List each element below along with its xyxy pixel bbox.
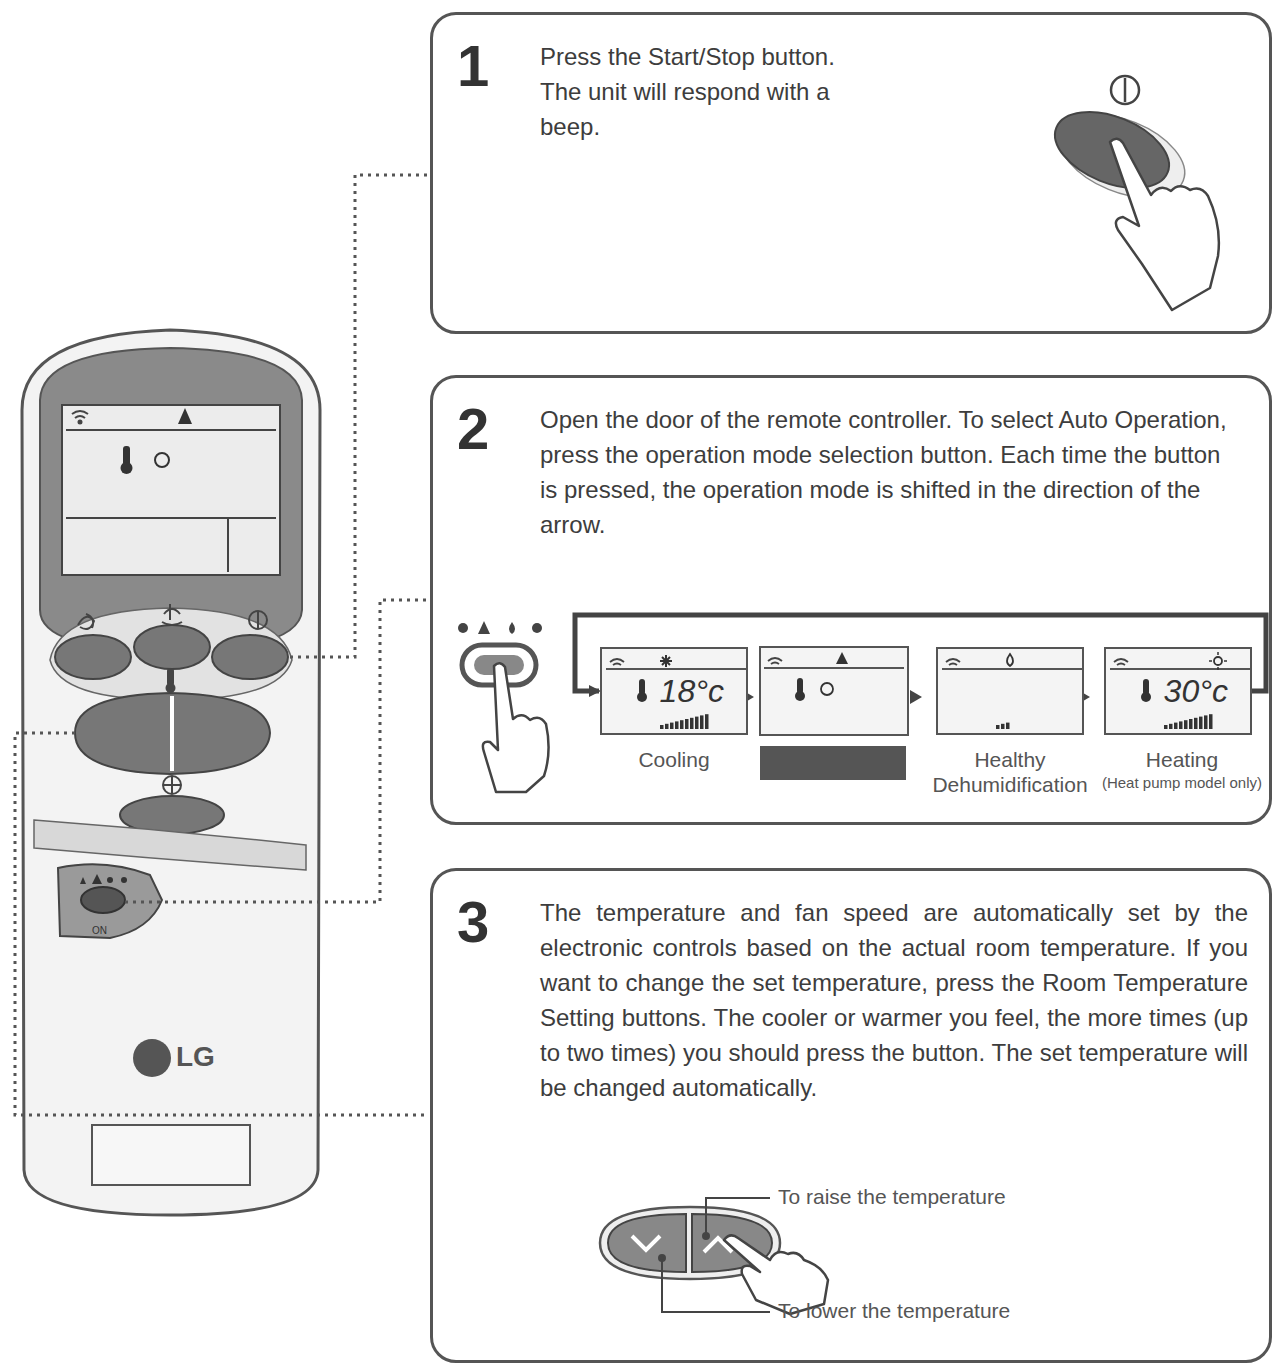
brand-logo: LG: [176, 1041, 215, 1073]
step-text: The temperature and fan speed are automa…: [540, 895, 1248, 1105]
lcd-screen: [936, 647, 1084, 735]
step-panel: 2 Open the door of the remote controller.…: [430, 375, 1272, 825]
step-text: Open the door of the remote controller. …: [540, 402, 1240, 542]
step-number: 3: [457, 893, 489, 951]
lcd-display: 18°cCooling: [590, 647, 758, 797]
lcd-screen: 18°c: [600, 647, 748, 735]
button-label: ON: [92, 925, 107, 936]
step-number: 1: [457, 37, 489, 95]
step-number: 2: [457, 400, 489, 458]
callout-text: To raise the temperature: [778, 1185, 1006, 1209]
lcd-temperature: 30°c: [1164, 675, 1228, 707]
mode-caption: Cooling: [590, 747, 758, 772]
lcd-temperature: 18°c: [660, 675, 724, 707]
lcd-screen: 30°c: [1104, 647, 1252, 735]
lcd-display: Healthy Dehumidification: [926, 647, 1094, 797]
mode-note: (Heat pump model only): [1094, 774, 1270, 792]
step-panel: 1 Press the Start/Stop button. The unit w…: [430, 12, 1272, 334]
step-text: Press the Start/Stop button. The unit wi…: [540, 39, 870, 144]
callout-text: To lower the temperature: [778, 1299, 1010, 1323]
step-panel: 3 The temperature and fan speed are autom…: [430, 868, 1272, 1363]
mode-caption: Healthy Dehumidification: [926, 747, 1094, 797]
mode-caption: Heating: [1094, 747, 1270, 772]
lcd-display: 30°cHeating (Heat pump model only): [1094, 647, 1270, 797]
